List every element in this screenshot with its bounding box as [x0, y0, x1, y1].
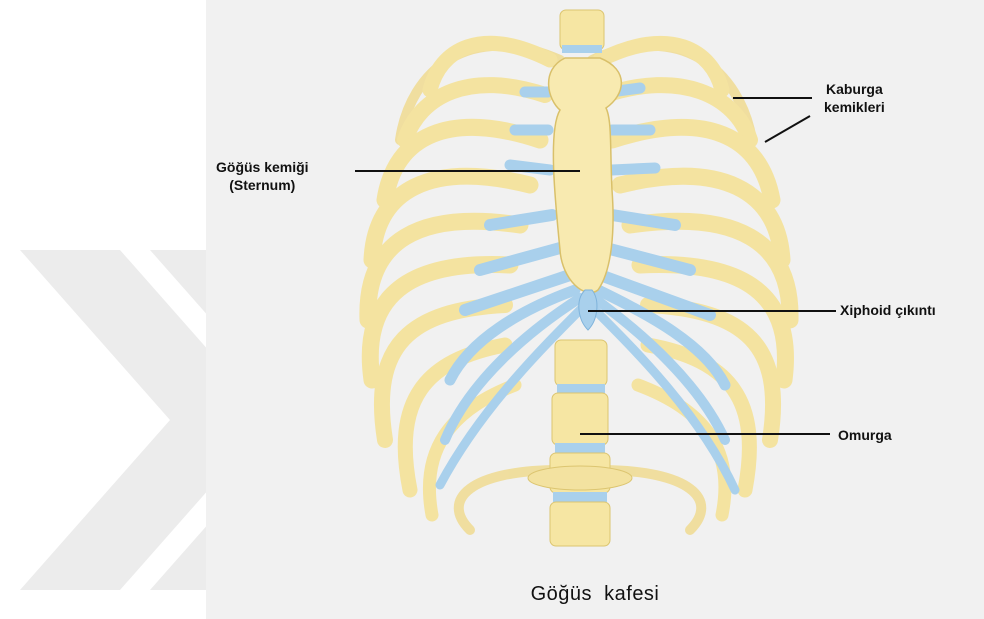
- sternum-label-line1: Göğüs kemiği: [216, 158, 309, 176]
- left-ribs: [368, 43, 550, 515]
- sternum-label-line2: (Sternum): [216, 176, 309, 194]
- xiphoid-label: Xiphoid çıkıntı: [840, 301, 936, 319]
- sternum: [549, 58, 622, 330]
- sternum-label: Göğüs kemiği (Sternum): [216, 158, 309, 194]
- figure-title: Göğüs kafesi: [0, 583, 984, 606]
- spine-label: Omurga: [838, 426, 892, 444]
- ribs-label-line2: kemikleri: [824, 98, 885, 116]
- ribs-leader-line-2: [765, 116, 810, 142]
- ribs-label-line1: Kaburga: [824, 80, 885, 98]
- ribs-label: Kaburga kemikleri: [824, 80, 885, 116]
